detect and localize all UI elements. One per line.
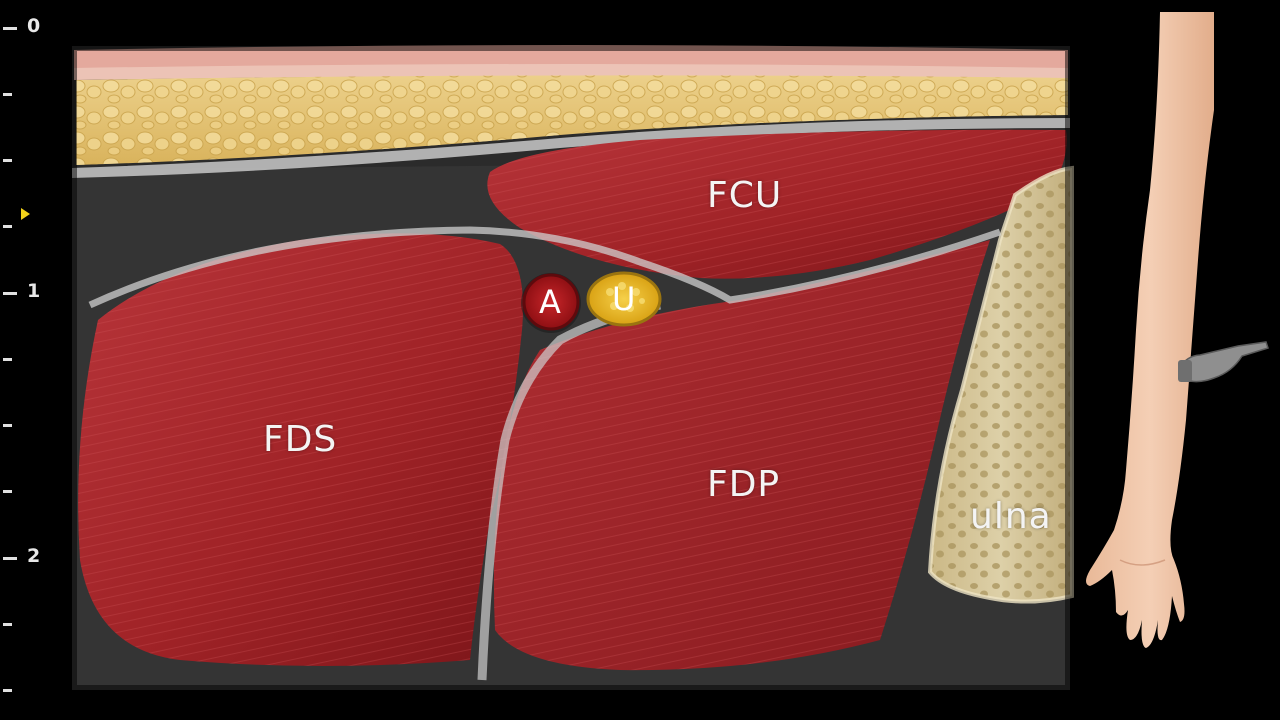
forearm-icon [1086, 12, 1214, 648]
fascial-septum [88, 226, 1002, 309]
depth-tick [3, 358, 12, 361]
depth-tick-major [3, 557, 17, 560]
intermuscular-septum [477, 300, 661, 681]
ulnar-nerve [586, 271, 662, 327]
fcu-label: FCU [707, 175, 783, 216]
nerve-label: U [612, 280, 636, 318]
ulnar-artery [522, 273, 580, 331]
depth-label-1: 1 [27, 280, 41, 302]
ultrasound-probe-icon [1178, 341, 1269, 383]
fdp-label: FDP [707, 464, 781, 505]
depth-label-0: 0 [27, 15, 41, 37]
depth-tick [3, 623, 12, 626]
focus-marker-icon [21, 208, 30, 220]
depth-tick [3, 689, 12, 692]
fds-label: FDS [263, 419, 338, 460]
artery-label: A [539, 283, 561, 321]
depth-tick-major [3, 27, 17, 30]
deep-fascia [72, 118, 1070, 178]
depth-tick [3, 93, 12, 96]
depth-tick [3, 424, 12, 427]
ulna-label: ulna [970, 496, 1052, 537]
depth-tick [3, 225, 12, 228]
depth-tick-major [3, 292, 17, 295]
depth-tick [3, 159, 12, 162]
depth-label-2: 2 [27, 545, 41, 567]
depth-tick [3, 490, 12, 493]
